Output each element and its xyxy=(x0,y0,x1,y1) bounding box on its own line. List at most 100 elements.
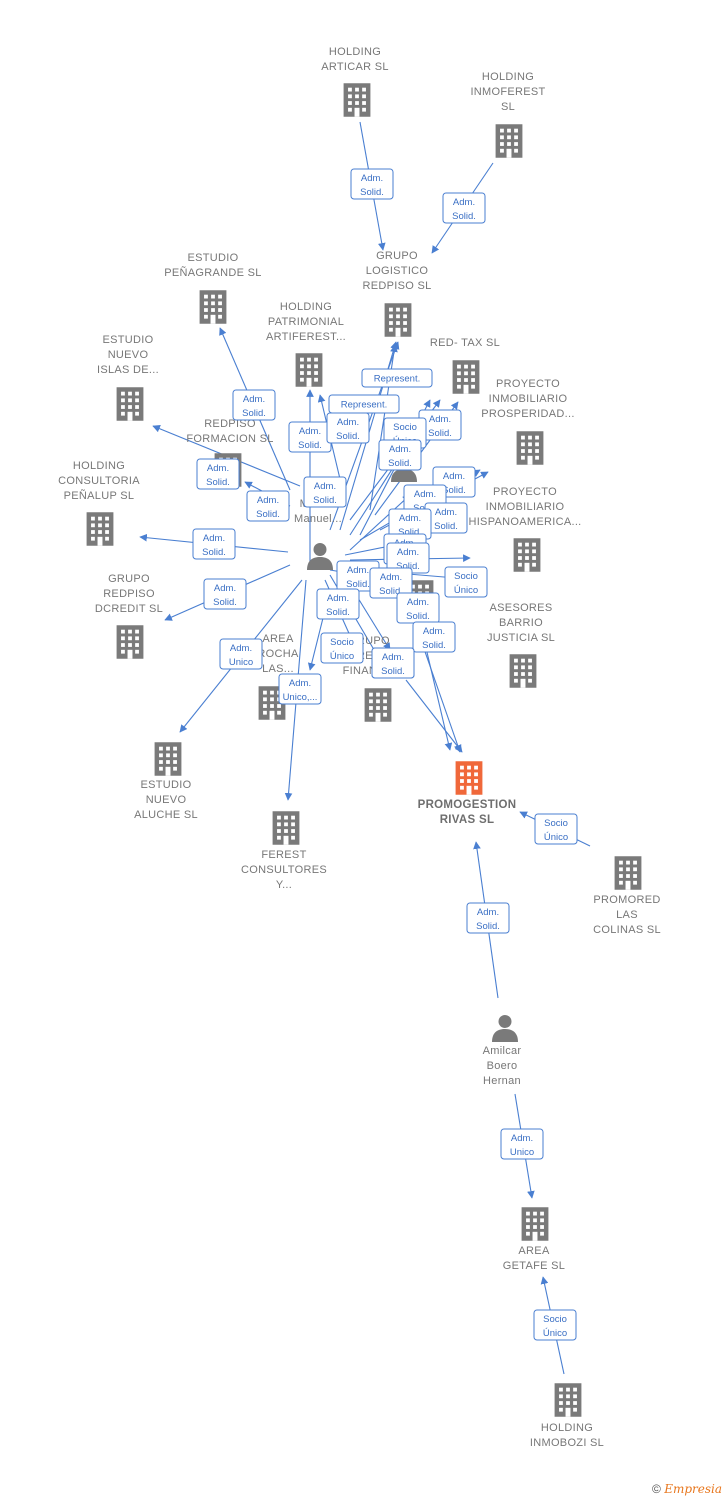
building-icon[interactable] xyxy=(521,1207,549,1241)
edge-label-box[interactable] xyxy=(412,621,456,653)
edge-label-box[interactable] xyxy=(196,458,240,490)
edge-label[interactable]: Adm.Solid. xyxy=(192,528,236,560)
node-label[interactable]: REDPISO xyxy=(103,588,155,600)
edge-label-box[interactable] xyxy=(219,638,263,670)
node-label[interactable]: HISPANOAMERICA... xyxy=(468,516,581,528)
node-rocha[interactable]: AREAROCHALAS... xyxy=(257,633,299,720)
edge-label[interactable]: Adm.Unico xyxy=(219,638,263,670)
edge-label[interactable]: Adm.Solid. xyxy=(432,466,476,498)
building-icon[interactable] xyxy=(384,303,412,337)
node-artiferest[interactable]: HOLDINGPATRIMONIALARTIFEREST... xyxy=(266,301,346,387)
node-label[interactable]: INMOBILIARIO xyxy=(486,501,565,513)
node-label[interactable]: GETAFE SL xyxy=(503,1260,565,1272)
node-label[interactable]: ALUCHE SL xyxy=(134,809,198,821)
edge-label-box[interactable] xyxy=(369,567,413,599)
node-label[interactable]: RED- TAX SL xyxy=(430,337,500,349)
node-label[interactable]: ESTUDIO xyxy=(188,252,239,264)
node-label[interactable]: ESTUDIO xyxy=(103,334,154,346)
node-label[interactable]: PROSPERIDAD... xyxy=(481,408,574,420)
node-label[interactable]: PROYECTO xyxy=(493,486,557,498)
node-label[interactable]: ARTICAR SL xyxy=(321,61,389,73)
node-label[interactable]: Manuel... xyxy=(294,513,342,525)
edge-label-box[interactable] xyxy=(444,566,488,598)
node-label[interactable]: Y... xyxy=(276,879,292,891)
edge-label[interactable]: Represent. xyxy=(328,394,400,414)
edge-label-box[interactable] xyxy=(533,1309,577,1341)
node-label[interactable]: BARRIO xyxy=(499,617,543,629)
node-label[interactable]: ARTIFEREST... xyxy=(266,331,346,343)
node-label[interactable]: COLINAS SL xyxy=(593,924,661,936)
edge-label[interactable]: Adm.Solid. xyxy=(412,621,456,653)
node-dcredit[interactable]: GRUPO REDPISO DCREDIT SL xyxy=(95,573,163,659)
building-icon[interactable] xyxy=(452,360,480,394)
edge-label[interactable]: Adm.Solid. xyxy=(442,192,486,224)
node-label[interactable]: SL xyxy=(501,101,515,113)
building-icon[interactable] xyxy=(86,512,114,546)
edge-label[interactable]: Represent. xyxy=(361,368,433,388)
edge-label[interactable]: Adm.Solid. xyxy=(371,647,415,679)
edge-label-box[interactable] xyxy=(361,368,433,388)
building-icon[interactable] xyxy=(495,124,523,158)
building-icon[interactable] xyxy=(116,387,144,421)
building-icon[interactable] xyxy=(199,290,227,324)
node-label[interactable]: PROYECTO xyxy=(496,378,560,390)
edge-label[interactable]: Adm.Unico xyxy=(500,1128,544,1160)
edge-label-box[interactable] xyxy=(442,192,486,224)
edge-label-box[interactable] xyxy=(378,439,422,471)
node-label[interactable]: PEÑAGRANDE SL xyxy=(164,266,261,279)
person-icon[interactable] xyxy=(307,543,333,570)
building-icon[interactable] xyxy=(116,625,144,659)
edge-label-box[interactable] xyxy=(350,168,394,200)
node-label[interactable]: ASESORES xyxy=(490,602,553,614)
focus-building-icon[interactable] xyxy=(455,761,483,795)
edge-label[interactable]: Adm.Solid. xyxy=(288,421,332,453)
node-label[interactable]: PEÑALUP SL xyxy=(64,489,135,502)
edge-label[interactable]: Adm.Solid. xyxy=(466,902,510,934)
edge-label-box[interactable] xyxy=(500,1128,544,1160)
building-icon[interactable] xyxy=(295,353,323,387)
node-label[interactable]: Boero xyxy=(487,1060,518,1072)
edge-label[interactable]: Adm.Unico,... xyxy=(278,673,322,705)
node-label[interactable]: GRUPO xyxy=(376,250,418,262)
node-label[interactable]: REDPISO SL xyxy=(362,280,431,292)
node-label[interactable]: GRUPO xyxy=(108,573,150,585)
building-icon[interactable] xyxy=(272,811,300,845)
edge-label-box[interactable] xyxy=(326,412,370,444)
edge-label[interactable]: Adm.Solid. xyxy=(350,168,394,200)
node-label[interactable]: LAS xyxy=(616,909,638,921)
edge-label-box[interactable] xyxy=(371,647,415,679)
node-label[interactable]: PATRIMONIAL xyxy=(268,316,344,328)
edge-label[interactable]: Adm.Solid. xyxy=(203,578,247,610)
node-ferest[interactable]: FERESTCONSULTORESY... xyxy=(241,811,327,891)
building-icon[interactable] xyxy=(154,742,182,776)
node-label[interactable]: FORMACION SL xyxy=(186,433,273,445)
node-label[interactable]: NUEVO xyxy=(108,349,149,361)
edge-label[interactable]: Adm.Solid. xyxy=(246,490,290,522)
node-label[interactable]: CONSULTORES xyxy=(241,864,327,876)
building-icon[interactable] xyxy=(509,654,537,688)
person-icon[interactable] xyxy=(492,1015,518,1042)
node-redtax[interactable]: RED- TAX SL xyxy=(430,337,500,394)
edge-label[interactable]: Adm.Solid. xyxy=(369,567,413,599)
edge-label[interactable]: Adm.Solid. xyxy=(396,592,440,624)
node-label[interactable]: ISLAS DE... xyxy=(97,364,159,376)
edge-label-box[interactable] xyxy=(320,632,364,664)
edge-label-box[interactable] xyxy=(246,490,290,522)
node-label[interactable]: DCREDIT SL xyxy=(95,603,163,615)
edge-label-box[interactable] xyxy=(316,588,360,620)
node-label[interactable]: ESTUDIO xyxy=(141,779,192,791)
node-label[interactable]: JUSTICIA SL xyxy=(487,632,555,644)
